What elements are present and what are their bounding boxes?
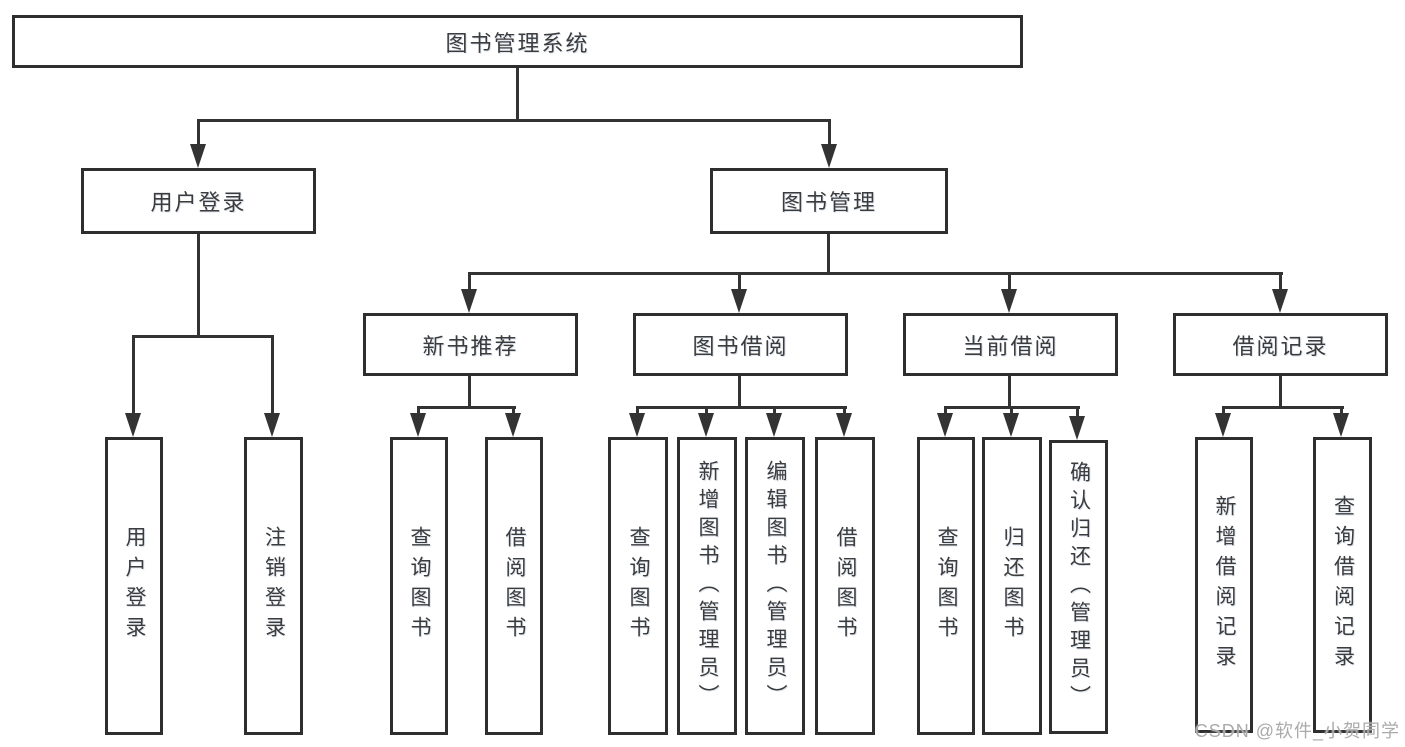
connector-line [1279,376,1282,406]
connector-line [827,234,830,272]
leaf-borrow-books-recommend: 借阅图书 [485,437,543,735]
arrow-down-icon [125,413,141,437]
node-book-management: 图书管理 [710,168,948,234]
arrow-down-icon [264,413,280,437]
leaf-logout: 注销登录 [244,437,303,735]
connector-line [738,272,741,291]
connector-line [512,406,515,415]
connector-line [1076,406,1079,418]
node-root: 图书管理系统 [12,15,1023,68]
arrow-down-icon [1003,413,1019,437]
connector-line [636,406,847,409]
leaf-confirm-return-admin: 确认归还（管理员） [1049,440,1108,734]
node-borrow-records: 借阅记录 [1173,313,1388,376]
arrow-down-icon [629,413,645,437]
connector-line [197,234,200,335]
arrow-down-icon [461,289,477,313]
connector-line [468,376,471,406]
leaf-return-book: 归还图书 [982,437,1042,735]
connector-line [468,272,471,291]
connector-line [1222,406,1344,409]
arrow-down-icon [731,289,747,313]
arrow-down-icon [190,144,206,168]
connector-line [843,406,846,415]
connector-line [132,335,135,415]
arrow-down-icon [766,413,782,437]
connector-line [636,406,639,415]
leaf-query-books-recommend: 查询图书 [390,437,448,735]
arrow-down-icon [1333,413,1349,437]
connector-line [132,335,274,338]
arrow-down-icon [821,144,837,168]
node-new-book-recommend: 新书推荐 [363,313,578,376]
connector-line [705,406,708,415]
leaf-user-login: 用户登录 [105,437,163,735]
leaf-add-borrow-record: 新增借阅记录 [1195,437,1253,733]
leaf-borrow-books: 借阅图书 [815,437,875,735]
connector-line [271,335,274,415]
connector-line [197,119,200,147]
arrow-down-icon [1069,416,1085,440]
leaf-edit-book-admin: 编辑图书（管理员） [745,437,805,735]
node-current-borrow: 当前借阅 [903,313,1118,376]
connector-line [1008,376,1011,406]
connector-line [1008,272,1011,291]
arrow-down-icon [1215,413,1231,437]
leaf-query-borrow-record: 查询借阅记录 [1313,437,1372,733]
leaf-query-books-current: 查询图书 [917,437,975,735]
connector-line [417,406,516,409]
connector-line [828,119,831,147]
connector-line [773,406,776,415]
connector-line [738,376,741,406]
connector-line [1222,406,1225,415]
connector-line [516,68,519,119]
connector-line [417,406,420,415]
connector-line [197,119,831,122]
connector-line [1279,272,1282,291]
arrow-down-icon [410,413,426,437]
connector-line [468,272,1283,275]
arrow-down-icon [1001,289,1017,313]
connector-line [1340,406,1343,415]
connector-line [944,406,947,415]
arrow-down-icon [505,413,521,437]
leaf-query-books-borrow: 查询图书 [608,437,668,735]
node-user-login: 用户登录 [81,168,316,234]
node-book-borrow: 图书借阅 [633,313,848,376]
leaf-add-book-admin: 新增图书（管理员） [677,437,737,735]
arrow-down-icon [698,413,714,437]
arrow-down-icon [836,413,852,437]
watermark-text: CSDN @软件_小贺同学 [1194,721,1400,741]
connector-line [1010,406,1013,415]
arrow-down-icon [1272,289,1288,313]
arrow-down-icon [937,413,953,437]
